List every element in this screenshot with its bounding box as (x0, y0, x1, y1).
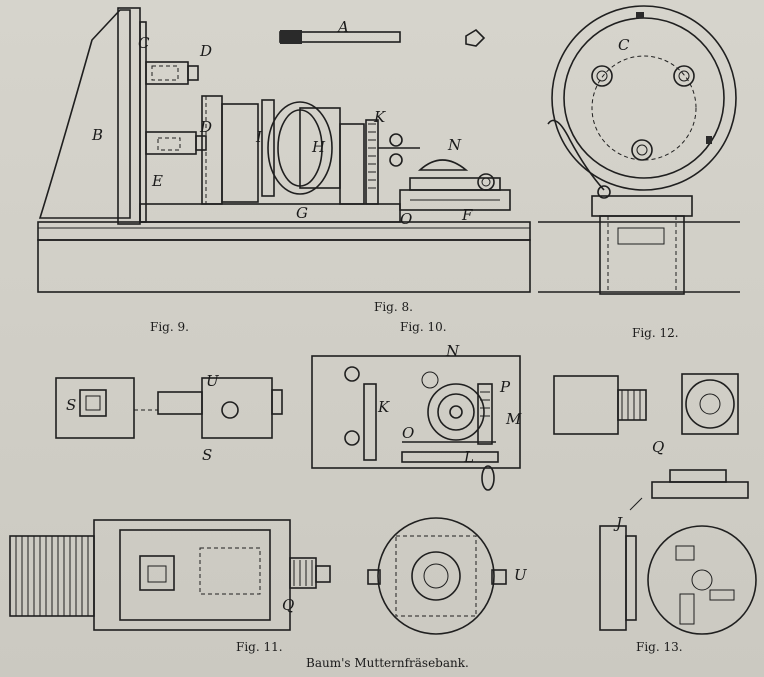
letter-d1: D (200, 42, 213, 60)
fig11-label: Fig. 11. (236, 640, 283, 654)
letter-u: U (206, 372, 219, 390)
letter-i: I (256, 128, 262, 146)
letter-l: L (464, 448, 474, 466)
letter-c12: C (618, 36, 630, 54)
plate-caption: Baum's Mutternfräsebank. (306, 656, 469, 670)
letter-o10: O (402, 424, 415, 442)
letter-n: N (448, 136, 462, 154)
letter-f: F (462, 206, 473, 224)
letter-s9: S (66, 396, 77, 414)
fig13-drawing (553, 373, 757, 635)
letter-a: A (338, 18, 349, 36)
letter-u11: U (514, 566, 527, 584)
letter-q11: Q (282, 596, 295, 614)
letter-d2: D (200, 118, 213, 136)
letter-h: H (312, 138, 326, 156)
letter-s: S (202, 446, 213, 464)
letter-m: M (506, 410, 522, 428)
letter-k: K (374, 108, 386, 126)
letter-o: O (400, 210, 413, 228)
fig13-label: Fig. 13. (636, 640, 683, 654)
letter-p: P (500, 378, 511, 396)
fig11-drawing (9, 517, 507, 635)
letter-q13: Q (652, 438, 665, 456)
letter-j: J (616, 514, 623, 532)
fig12-drawing (538, 5, 740, 295)
fig9-label: Fig. 9. (150, 320, 189, 334)
fig10-drawing (311, 355, 521, 491)
fig8-drawing (37, 7, 531, 293)
fig12-label: Fig. 12. (632, 326, 679, 340)
letter-b: B (92, 126, 104, 144)
fig10-label: Fig. 10. (400, 320, 447, 334)
fig8-label: Fig. 8. (374, 300, 413, 314)
letter-e: E (152, 172, 163, 190)
letter-k10: K (378, 398, 390, 416)
letter-n10: N (446, 342, 460, 360)
letter-c: C (138, 34, 150, 52)
fig9-drawing (55, 377, 283, 439)
letter-g: G (296, 204, 308, 222)
